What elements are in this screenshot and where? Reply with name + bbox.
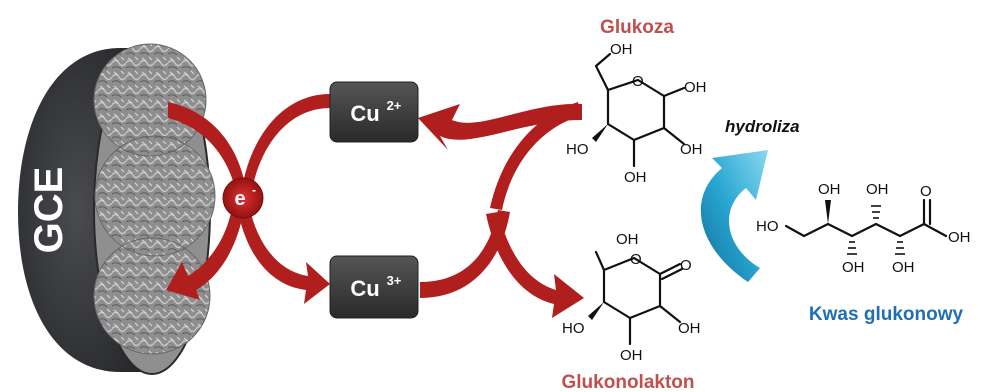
electron-symbol: e: [234, 188, 245, 210]
electron-charge: -: [252, 183, 256, 197]
copper-2-charge: 2+: [387, 98, 402, 113]
gluconolactone-oh-top: OH: [616, 231, 639, 248]
glassy-carbon-electrode: GCE: [18, 43, 216, 375]
arrow-to-gluconolactone: [486, 212, 584, 318]
copper-3-box: Cu 3+: [329, 255, 419, 319]
copper-3-charge: 3+: [387, 273, 402, 288]
gluconolactone-oh-left: HO: [562, 320, 585, 337]
hydrolysis-arrow: [700, 150, 768, 282]
arrow-glucose-to-cu2: [418, 103, 582, 150]
nanostructure-texture: [93, 43, 216, 355]
gluconic-oh-top2: OH: [866, 181, 889, 198]
gluconolactone-title: Glukonolakton: [562, 372, 695, 392]
gluconic-title: Kwas glukonowy: [809, 304, 964, 325]
gluconic-oh-acid: OH: [948, 229, 971, 246]
copper-3-base: Cu: [350, 276, 379, 301]
gluconolactone-ring-o: O: [630, 251, 642, 268]
glucose-oh-right: OH: [684, 79, 707, 96]
arrow-electron-to-face: [166, 208, 244, 300]
glucose-ring-o: O: [632, 73, 644, 90]
copper-2-box: Cu 2+: [329, 81, 419, 143]
gluconolactone-structure: OH O O HO OH OH Glukonolakton: [562, 231, 701, 392]
glucose-structure: Glukoza O OH OH HO OH OH: [566, 17, 707, 186]
gluconic-o-acid: O: [920, 183, 932, 200]
electrode-label: GCE: [27, 167, 71, 254]
arrow-glucose-down: [490, 102, 580, 210]
glucose-oh-top: OH: [610, 41, 633, 58]
hydrolysis-step: hydroliza: [700, 117, 800, 282]
gluconic-oh-top1: OH: [818, 181, 841, 198]
gluconic-ho-left: HO: [756, 218, 779, 235]
hydrolysis-label: hydroliza: [725, 117, 800, 136]
copper-2-base: Cu: [350, 101, 379, 126]
glucose-title: Glukoza: [600, 17, 674, 38]
gluconic-acid-structure: HO OH OH OH OH O OH Kwas glukonowy: [756, 181, 971, 325]
gluconolactone-carbonyl: O: [680, 257, 692, 274]
arrow-electron-to-cu3: [238, 210, 330, 304]
arrow-face-to-electron: [168, 102, 246, 192]
glucose-oh-right2: OH: [680, 141, 703, 158]
electron: e -: [222, 177, 264, 219]
gluconic-oh-bottom1: OH: [842, 259, 865, 276]
gluconic-oh-bottom2: OH: [892, 259, 915, 276]
glucose-oh-bottom: OH: [624, 169, 647, 186]
arrow-cu3-up: [420, 210, 510, 298]
gluconolactone-oh-right: OH: [678, 320, 701, 337]
arrow-cu2-to-electron: [242, 94, 330, 190]
glucose-oh-left: HO: [566, 141, 589, 158]
gluconolactone-oh-bottom: OH: [620, 347, 643, 364]
